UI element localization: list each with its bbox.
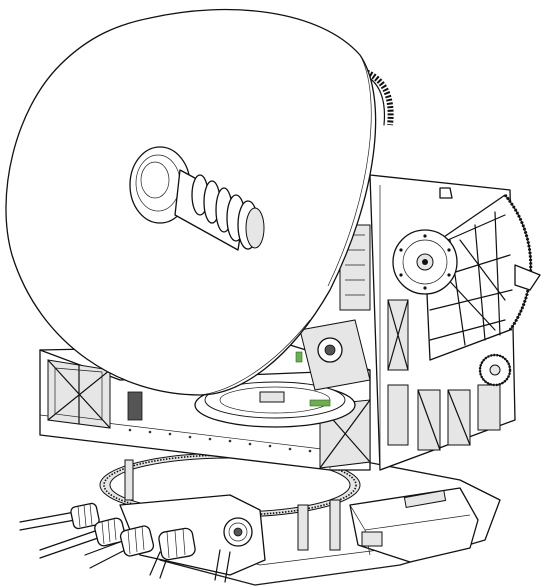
connector-bank <box>19 459 341 583</box>
plug-1 <box>70 502 100 530</box>
plug-4 <box>158 527 196 561</box>
frame-top-bracket <box>439 187 453 199</box>
green-connector <box>295 351 303 363</box>
elevation-sector-gear <box>424 194 533 361</box>
feed-horn <box>129 146 265 251</box>
plug-5 <box>223 517 253 547</box>
cable-4 <box>214 549 221 581</box>
plug-3 <box>119 525 155 557</box>
elevation-hub <box>392 229 458 295</box>
mast-post <box>127 391 143 421</box>
electronics-box <box>349 487 479 563</box>
frame-side-bracket <box>514 264 541 291</box>
turntable-clamp <box>259 391 285 403</box>
cable-3 <box>84 541 121 556</box>
plug-2 <box>94 517 126 547</box>
feed-horn-flange <box>245 207 265 249</box>
inner-motor <box>295 224 371 391</box>
box-connector <box>361 531 383 547</box>
turntable-plate <box>194 381 356 428</box>
module-label-plate <box>403 490 447 508</box>
cable-5 <box>149 551 161 576</box>
frame-lattice <box>387 299 501 451</box>
cable-1 <box>19 511 76 523</box>
elevation-pinion <box>478 353 512 387</box>
green-board <box>309 399 331 407</box>
elevation-frame <box>369 174 541 471</box>
truss-panel-left <box>47 359 111 429</box>
cable-2 <box>39 529 99 551</box>
standoffs <box>124 459 341 551</box>
hole-row <box>128 428 312 453</box>
